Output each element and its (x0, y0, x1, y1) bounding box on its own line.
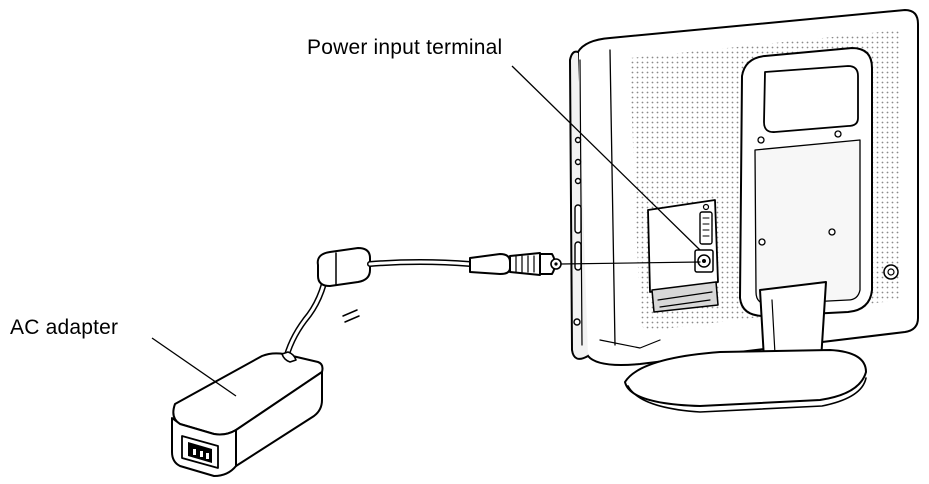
power-terminal-leader (511, 65, 701, 251)
monitor-stand (624, 47, 899, 413)
monitor-side-buttons (573, 136, 582, 326)
power-input-jack (694, 249, 714, 273)
power-input-terminal-label: Power input terminal (307, 36, 503, 59)
ac-adapter (171, 351, 324, 477)
ac-adapter-leader (151, 337, 237, 397)
dc-cable (282, 247, 701, 365)
ferrite-core (316, 247, 371, 287)
dc-plug (469, 252, 562, 276)
ac-adapter-label: AC adapter (10, 316, 119, 339)
stand-base (624, 349, 867, 407)
ac-inlet (181, 435, 219, 469)
monitor (569, 9, 919, 413)
connector-bay (647, 199, 719, 313)
